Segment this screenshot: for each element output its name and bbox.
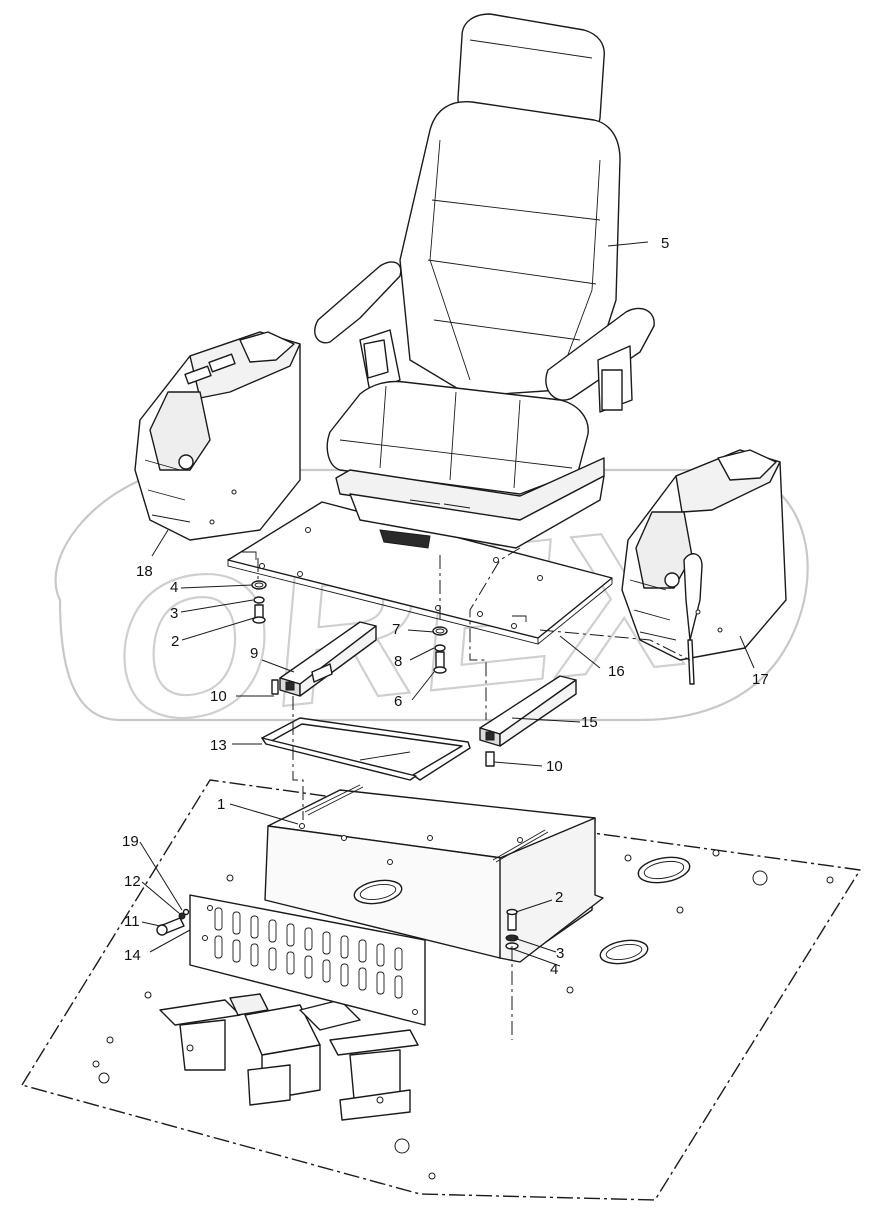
louvred-cover-plate	[189, 894, 426, 1026]
upper-bolt-stack	[251, 580, 267, 624]
pedal-assembly	[159, 993, 419, 1121]
callout-7: 7	[392, 621, 400, 638]
callout-3-lower: 3	[556, 945, 564, 962]
callout-10-lower: 10	[546, 758, 563, 775]
callout-6: 6	[394, 693, 402, 710]
callout-13: 13	[210, 737, 227, 754]
callout-8: 8	[394, 653, 402, 670]
callout-1: 1	[217, 796, 225, 813]
callout-5: 5	[661, 235, 669, 252]
leader-lines	[139, 241, 755, 967]
callout-4-lower: 4	[550, 961, 558, 978]
callout-14: 14	[124, 947, 141, 964]
callout-2-upper: 2	[171, 633, 179, 650]
assembly-guides	[257, 547, 691, 1040]
floor-plate	[21, 779, 861, 1201]
callout-19: 19	[122, 833, 139, 850]
right-armrest-console	[621, 449, 787, 685]
callout-9: 9	[250, 645, 258, 662]
operator-seat	[314, 13, 655, 549]
seat-mounting-plate	[227, 501, 613, 645]
callout-12: 12	[124, 873, 141, 890]
callout-16: 16	[608, 663, 625, 680]
callout-11: 11	[124, 913, 140, 930]
u-frame	[261, 717, 471, 781]
callout-4-upper: 4	[170, 579, 178, 596]
right-slide-rail	[479, 675, 577, 767]
callout-15: 15	[581, 714, 598, 731]
callout-18: 18	[136, 563, 153, 580]
callout-3-upper: 3	[170, 605, 178, 622]
louvre-slots	[214, 907, 403, 999]
callout-2-lower: 2	[555, 889, 563, 906]
callout-10-upper: 10	[210, 688, 227, 705]
left-slide-rail	[271, 621, 377, 697]
callouts: 5 18 4 3 2 7 8 6 9 10 13 10 15 16 17 1 1…	[122, 235, 769, 978]
screw-washer-nut	[156, 908, 190, 936]
callout-17: 17	[752, 671, 769, 688]
left-armrest-console	[134, 331, 301, 541]
center-bolt-stack	[432, 626, 448, 674]
